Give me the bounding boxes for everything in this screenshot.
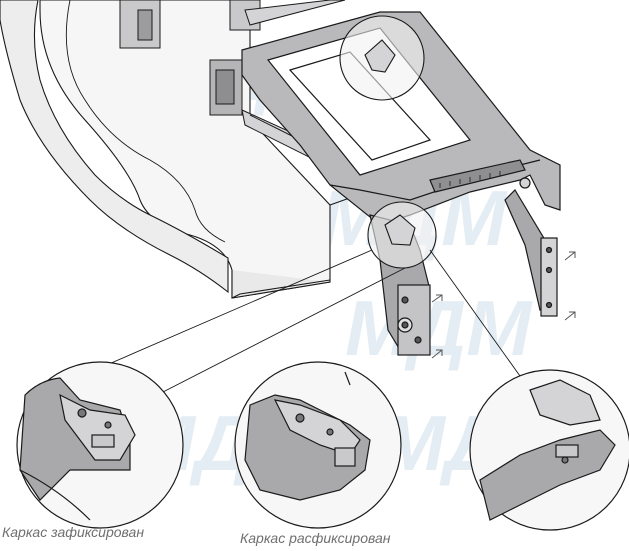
detail-markers: [339, 15, 437, 269]
detail-locked: [16, 361, 184, 529]
lift-frame: [241, 11, 561, 356]
svg-text:МДМ: МДМ: [345, 284, 533, 372]
detail-unlocked: [234, 361, 402, 529]
arrows: [431, 251, 576, 359]
caption-unlocked: Каркас расфиксирован: [240, 530, 391, 546]
caption-locked: Каркас зафиксирован: [2, 524, 145, 540]
detail-top-hinge: [469, 369, 629, 531]
leader-lines: [94, 249, 521, 393]
cabinet: [0, 0, 401, 299]
